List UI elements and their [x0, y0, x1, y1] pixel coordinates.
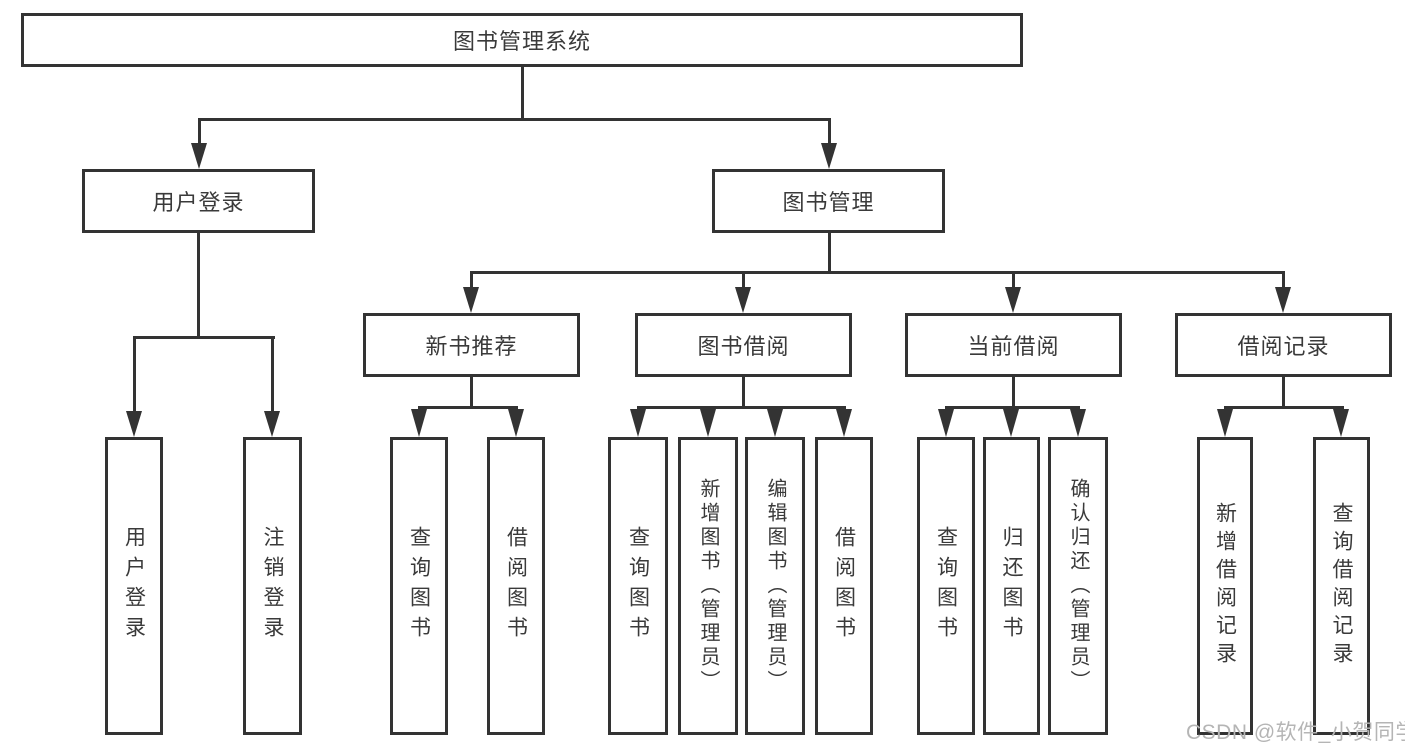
leaf-confirm-return-admin: 确认归还（管理员） — [1048, 437, 1108, 735]
connector-stem — [1282, 272, 1285, 288]
connector-user-login-stub — [197, 233, 200, 337]
connector-root-hline — [197, 117, 831, 121]
arrowhead-down — [1003, 409, 1019, 437]
arrowhead-down — [629, 409, 646, 437]
node-label: 当前借阅 — [967, 334, 1060, 359]
node-new-book-recommendation: 新书推荐 — [363, 313, 580, 377]
leaf-label: 查询借阅记录 — [1330, 502, 1353, 670]
node-label: 图书管理 — [782, 190, 875, 215]
connector-group-stub — [1282, 377, 1285, 408]
leaf-label: 归还图书 — [1000, 526, 1023, 646]
leaf-query-books-current: 查询图书 — [917, 437, 975, 735]
leaf-label: 新增图书（管理员） — [697, 478, 719, 694]
connector-root-stub — [520, 67, 524, 119]
connector-group-hline — [636, 405, 846, 409]
leaf-return-books: 归还图书 — [983, 437, 1040, 735]
leaf-query-borrow-record: 查询借阅记录 — [1313, 437, 1370, 735]
arrowhead-down — [1069, 409, 1086, 437]
connector-group-hline — [1223, 405, 1344, 409]
connector-stem — [132, 337, 136, 412]
arrowhead-down — [1216, 409, 1233, 437]
arrowhead-down — [507, 409, 524, 437]
arrowhead-down — [264, 411, 280, 437]
connector-group-stub — [1012, 377, 1015, 408]
leaf-label: 编辑图书（管理员） — [764, 478, 786, 694]
node-label: 借阅记录 — [1237, 334, 1330, 359]
leaf-label: 查询图书 — [626, 526, 650, 646]
arrowhead-down — [835, 409, 852, 437]
arrowhead-down — [1005, 287, 1021, 313]
arrowhead-down — [410, 409, 427, 437]
arrowhead-down — [1275, 287, 1291, 313]
arrowhead-down — [820, 143, 837, 169]
connector-group-hline — [417, 405, 518, 409]
node-book-management: 图书管理 — [712, 169, 945, 233]
arrowhead-down — [125, 411, 142, 437]
leaf-edit-book-admin: 编辑图书（管理员） — [745, 437, 805, 735]
arrowhead-down — [766, 409, 783, 437]
leaf-borrow-books-recommend: 借阅图书 — [487, 437, 545, 735]
node-label: 图书管理系统 — [452, 29, 591, 54]
connector-group-stub — [470, 377, 473, 408]
leaf-add-book-admin: 新增图书（管理员） — [678, 437, 738, 735]
leaf-borrow-books-borrowing: 借阅图书 — [815, 437, 873, 735]
leaf-label: 新增借阅记录 — [1213, 502, 1237, 670]
node-label: 新书推荐 — [425, 334, 518, 359]
node-label: 用户登录 — [152, 190, 245, 215]
connector-stem — [827, 119, 831, 145]
node-borrowing-records: 借阅记录 — [1175, 313, 1392, 377]
connector-book-mgmt-hline — [470, 270, 1285, 274]
leaf-user-login: 用户登录 — [105, 437, 163, 735]
node-current-borrowing: 当前借阅 — [905, 313, 1122, 377]
node-library-management-system: 图书管理系统 — [21, 13, 1023, 67]
connector-stem — [742, 272, 745, 288]
leaf-label: 查询图书 — [407, 526, 431, 646]
node-label: 图书借阅 — [697, 334, 790, 359]
arrowhead-down — [937, 409, 954, 437]
node-book-borrowing: 图书借阅 — [635, 313, 852, 377]
arrowhead-down — [1333, 409, 1349, 437]
connector-stem — [470, 272, 473, 288]
connector-stem — [271, 337, 274, 412]
leaf-logout: 注销登录 — [243, 437, 302, 735]
leaf-add-borrow-record: 新增借阅记录 — [1197, 437, 1253, 735]
leaf-label: 借阅图书 — [832, 526, 856, 646]
connector-stem — [197, 119, 201, 145]
leaf-label: 注销登录 — [261, 526, 284, 646]
leaf-label: 借阅图书 — [504, 526, 528, 646]
leaf-label: 查询图书 — [934, 526, 958, 646]
arrowhead-down — [190, 143, 207, 169]
leaf-label: 用户登录 — [122, 526, 146, 646]
connector-group-hline — [944, 405, 1080, 409]
arrowhead-down — [463, 287, 479, 313]
leaf-label: 确认归还（管理员） — [1067, 478, 1089, 694]
connector-stem — [1012, 272, 1015, 288]
connector-group-stub — [742, 377, 745, 408]
leaf-query-books-recommend: 查询图书 — [390, 437, 448, 735]
watermark: CSDN @软件_小贺同学 — [1186, 721, 1405, 744]
arrowhead-down — [699, 409, 716, 437]
node-user-login: 用户登录 — [82, 169, 315, 233]
arrowhead-down — [735, 287, 751, 313]
connector-user-login-hline — [132, 335, 275, 339]
leaf-query-books-borrowing: 查询图书 — [608, 437, 668, 735]
connector-book-mgmt-stub — [827, 233, 831, 273]
